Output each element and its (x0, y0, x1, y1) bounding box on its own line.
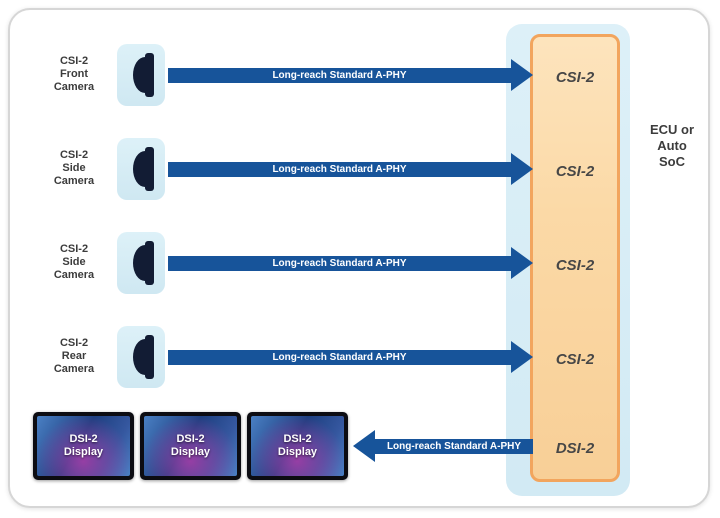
link-bar: Long-reach Standard A-PHY (168, 67, 511, 83)
display-monitor-2: DSI-2 Display (140, 412, 241, 480)
arrowhead-right-icon (511, 341, 533, 373)
port-csi2-3: CSI-2 (555, 257, 595, 274)
camera-label-front: CSI-2 Front Camera (53, 55, 95, 93)
camera-icon (117, 44, 165, 106)
camera-label-side1: CSI-2 Side Camera (53, 149, 95, 187)
monitor-screen: DSI-2 Display (144, 416, 237, 476)
link-bar: Long-reach Standard A-PHY (375, 438, 533, 454)
arrowhead-left-icon (353, 430, 375, 462)
display-monitor-3: DSI-2 Display (247, 412, 348, 480)
camera-label-rear: CSI-2 Rear Camera (53, 337, 95, 375)
monitor-screen: DSI-2 Display (251, 416, 344, 476)
link-label: Long-reach Standard A-PHY (272, 351, 407, 363)
link-label: Long-reach Standard A-PHY (386, 440, 522, 452)
port-csi2-1: CSI-2 (555, 69, 595, 86)
camera-glyph (133, 147, 154, 191)
camera-glyph (133, 241, 154, 285)
display-monitor-1: DSI-2 Display (33, 412, 134, 480)
aphy-link-display: Long-reach Standard A-PHY (353, 430, 533, 462)
port-csi2-2: CSI-2 (555, 163, 595, 180)
camera-icon (117, 326, 165, 388)
port-csi2-4: CSI-2 (555, 351, 595, 368)
display-label: DSI-2 Display (277, 433, 318, 458)
monitor-screen: DSI-2 Display (37, 416, 130, 476)
display-label: DSI-2 Display (63, 433, 104, 458)
ecu-chip: CSI-2 CSI-2 CSI-2 CSI-2 DSI-2 (530, 34, 620, 482)
link-bar: Long-reach Standard A-PHY (168, 255, 511, 271)
camera-icon (117, 232, 165, 294)
arrowhead-right-icon (511, 59, 533, 91)
link-bar: Long-reach Standard A-PHY (168, 161, 511, 177)
port-dsi2: DSI-2 (555, 440, 595, 457)
aphy-link-side1: Long-reach Standard A-PHY (168, 153, 533, 185)
aphy-link-front: Long-reach Standard A-PHY (168, 59, 533, 91)
soc-panel: CSI-2 CSI-2 CSI-2 CSI-2 DSI-2 (506, 24, 630, 496)
link-bar: Long-reach Standard A-PHY (168, 349, 511, 365)
link-label: Long-reach Standard A-PHY (272, 257, 407, 269)
camera-label-side2: CSI-2 Side Camera (53, 243, 95, 281)
link-label: Long-reach Standard A-PHY (272, 69, 407, 81)
camera-glyph (133, 335, 154, 379)
ecu-label: ECU or Auto SoC (649, 122, 695, 169)
aphy-link-side2: Long-reach Standard A-PHY (168, 247, 533, 279)
arrowhead-right-icon (511, 153, 533, 185)
link-label: Long-reach Standard A-PHY (272, 163, 407, 175)
arrowhead-right-icon (511, 247, 533, 279)
camera-icon (117, 138, 165, 200)
camera-glyph (133, 53, 154, 97)
aphy-link-rear: Long-reach Standard A-PHY (168, 341, 533, 373)
display-label: DSI-2 Display (170, 433, 211, 458)
